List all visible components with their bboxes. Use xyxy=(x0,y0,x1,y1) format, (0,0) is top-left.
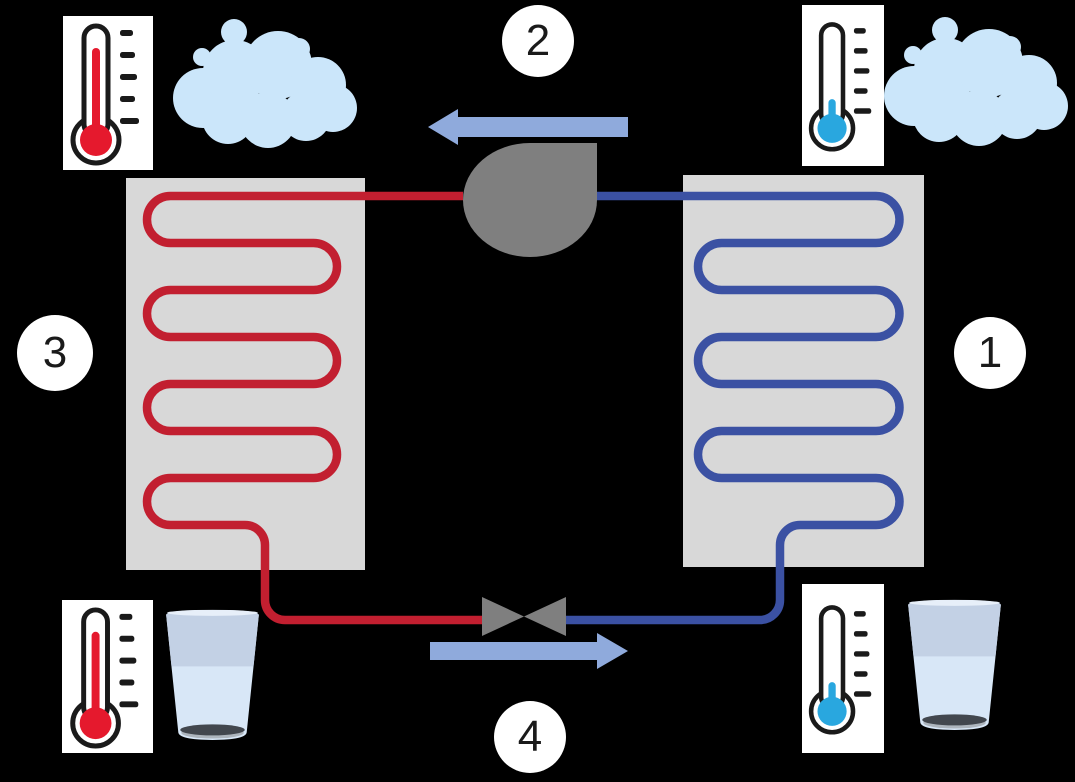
evaporator-panel xyxy=(683,175,924,567)
thermometer-hot-card-bottom-left xyxy=(62,600,153,753)
step-number: 3 xyxy=(42,328,68,377)
water-glass-icon-bottom-right xyxy=(906,598,1003,735)
step-number: 4 xyxy=(517,712,543,761)
step-number: 1 xyxy=(977,328,1003,377)
step-number: 2 xyxy=(525,16,551,65)
thermometer-cold-card-top-right xyxy=(802,5,884,166)
expansion-valve-icon xyxy=(482,597,566,636)
flow-arrow-right-icon xyxy=(430,633,628,669)
thermometer-hot-icon xyxy=(63,16,153,170)
step-badge-compressor: 2 xyxy=(502,5,574,77)
evaporator-coil-cold-pipe xyxy=(566,191,904,625)
step-badge-expansion-valve: 4 xyxy=(494,701,566,773)
flow-arrow-left-icon xyxy=(428,109,628,145)
thermometer-cold-icon xyxy=(802,584,884,753)
step-badge-evaporator: 1 xyxy=(954,317,1026,389)
step-badge-condenser: 3 xyxy=(17,315,93,391)
compressor-icon xyxy=(463,143,597,257)
cloud-icon-top-right xyxy=(884,8,1074,148)
thermometer-hot-icon xyxy=(62,600,153,753)
thermometer-cold-icon xyxy=(802,5,884,166)
condenser-coil-hot-pipe xyxy=(142,191,482,625)
cloud-icon-top-left xyxy=(173,10,363,150)
thermometer-hot-card-top-left xyxy=(63,16,153,170)
thermometer-cold-card-bottom-right xyxy=(802,584,884,753)
water-glass-icon-bottom-left xyxy=(164,608,261,745)
